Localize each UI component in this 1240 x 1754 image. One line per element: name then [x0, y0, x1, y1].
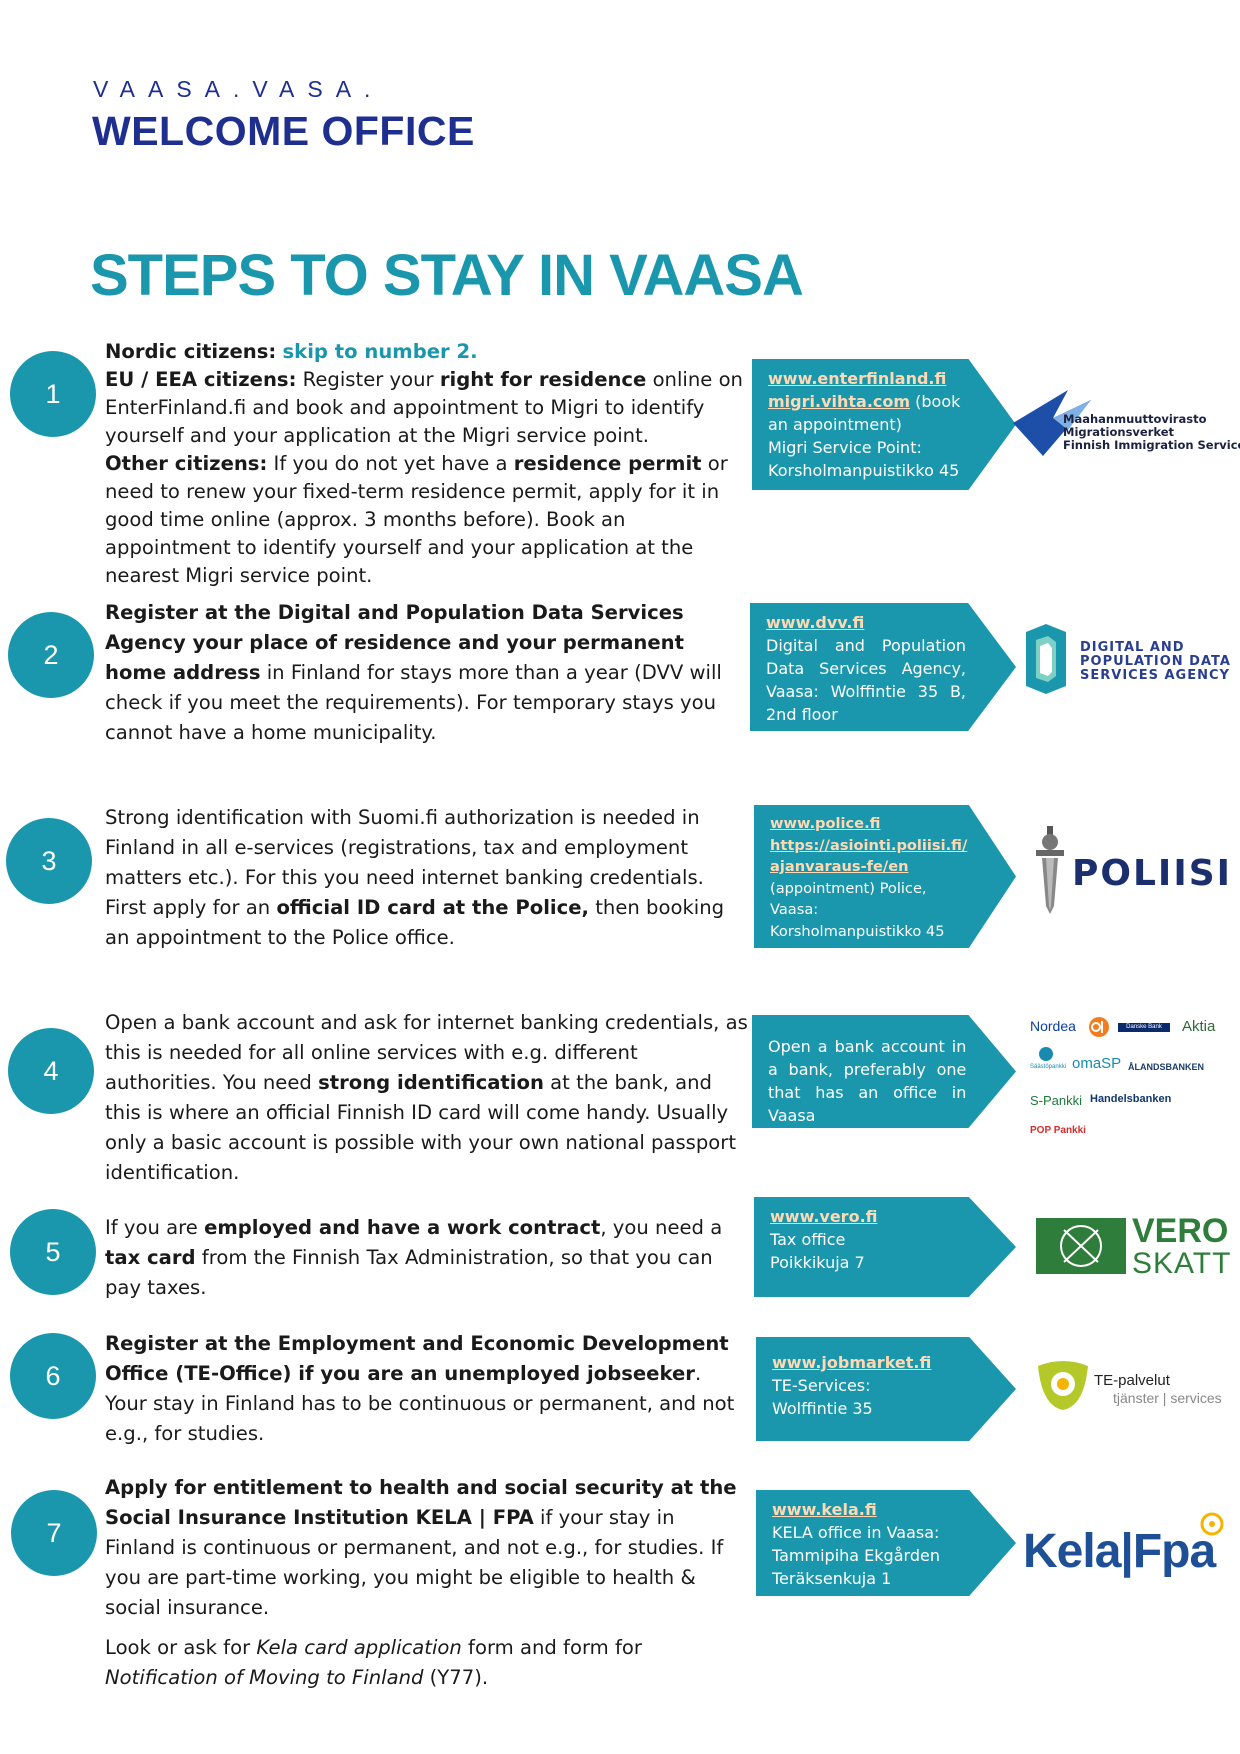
saastopankki-logo: Säästöpankki [1030, 1064, 1067, 1070]
te-palvelut-text: TE-palvelut [1094, 1372, 1170, 1389]
te-palvelut-icon [1038, 1361, 1088, 1410]
s-pankki-logo: S-Pankki [1030, 1093, 1083, 1108]
vero-link[interactable]: www.vero.fi [770, 1207, 878, 1226]
step-7-info-box: www.kela.fi KELA office in Vaasa: Tammip… [756, 1490, 1016, 1596]
dvv-logo-text: DIGITAL AND POPULATION DATA SERVICES AGE… [1080, 640, 1231, 683]
danske-bank-logo: Danske Bank [1118, 1023, 1170, 1032]
migri-vihta-link[interactable]: migri.vihta.com [768, 392, 911, 411]
police-link[interactable]: www.police.fi [770, 815, 881, 832]
step-3-text: Strong identification with Suomi.fi auth… [105, 806, 725, 949]
vero-emblem-icon [1036, 1218, 1126, 1274]
brand-title: WELCOME OFFICE [92, 108, 475, 154]
enterfinland-link[interactable]: www.enterfinland.fi [768, 369, 947, 388]
saastopankki-logo-icon [1039, 1047, 1053, 1061]
step-number-7: 7 [11, 1490, 97, 1576]
omasp-logo: omaSP [1072, 1055, 1122, 1072]
step-3-info-box: www.police.fi https://asiointi.poliisi.f… [754, 805, 1016, 948]
police-appointment-link[interactable]: https://asiointi.poliisi.fi/ajanvaraus-f… [770, 836, 968, 876]
step-2-info-box: www.dvv.fi Digital and Population Data S… [750, 603, 1016, 731]
step-5-info-box: www.vero.fi Tax office Poikkikuja 7 [754, 1197, 1016, 1297]
vero-logo-text: VERO [1132, 1212, 1229, 1250]
op-logo-icon [1089, 1017, 1109, 1037]
step-1-text: Nordic citizens: skip to number 2. EU / … [105, 340, 743, 587]
step-number-5: 5 [10, 1209, 96, 1295]
step-7-text: Apply for entitlement to health and soci… [105, 1476, 737, 1689]
kela-logo-text: Kela|Fpa [1023, 1525, 1216, 1578]
dvv-logo-icon [1026, 624, 1066, 694]
jobmarket-link[interactable]: www.jobmarket.fi [772, 1353, 932, 1372]
kela-link[interactable]: www.kela.fi [772, 1500, 877, 1519]
step-1-info-box: www.enterfinland.fi migri.vihta.com (boo… [752, 359, 1016, 490]
step-4-info-box: Open a bank account in a bank, preferabl… [752, 1015, 1016, 1128]
step-5-text: If you are employed and have a work cont… [105, 1216, 723, 1299]
brand-small: VAASA.VASA. [93, 76, 384, 102]
alandsbanken-logo: ÅLANDSBANKEN [1128, 1062, 1204, 1072]
page-title: STEPS TO STAY IN VAASA [90, 243, 804, 308]
step-number-2: 2 [8, 612, 94, 698]
step-6-info-box: www.jobmarket.fi TE-Services: Wolffintie… [756, 1337, 1016, 1441]
aktia-logo: Aktia [1182, 1018, 1216, 1035]
kela-logo-icon [1200, 1512, 1224, 1536]
migri-logo-icon [1013, 390, 1091, 456]
step-4-text: Open a bank account and ask for internet… [105, 1011, 748, 1184]
step-number-6: 6 [10, 1333, 96, 1419]
migri-logo-text: Maahanmuuttovirasto Migrationsverket Fin… [1063, 412, 1240, 452]
skatt-logo-text: SKATT [1132, 1247, 1232, 1280]
step-number-1: 1 [10, 351, 96, 437]
dvv-link[interactable]: www.dvv.fi [766, 613, 865, 632]
poliisi-logo-text: POLIISI [1072, 853, 1233, 894]
step-number-4: 4 [8, 1028, 94, 1114]
te-services-text: tjänster | services [1113, 1390, 1222, 1406]
nordea-logo: Nordea [1030, 1018, 1076, 1034]
poliisi-emblem-icon [1036, 826, 1064, 914]
step-2-text: Register at the Digital and Population D… [105, 601, 722, 744]
pop-pankki-logo: POP Pankki [1030, 1125, 1086, 1136]
handelsbanken-logo: Handelsbanken [1090, 1093, 1172, 1105]
step-number-3: 3 [6, 818, 92, 904]
step-6-text: Register at the Employment and Economic … [105, 1332, 735, 1445]
